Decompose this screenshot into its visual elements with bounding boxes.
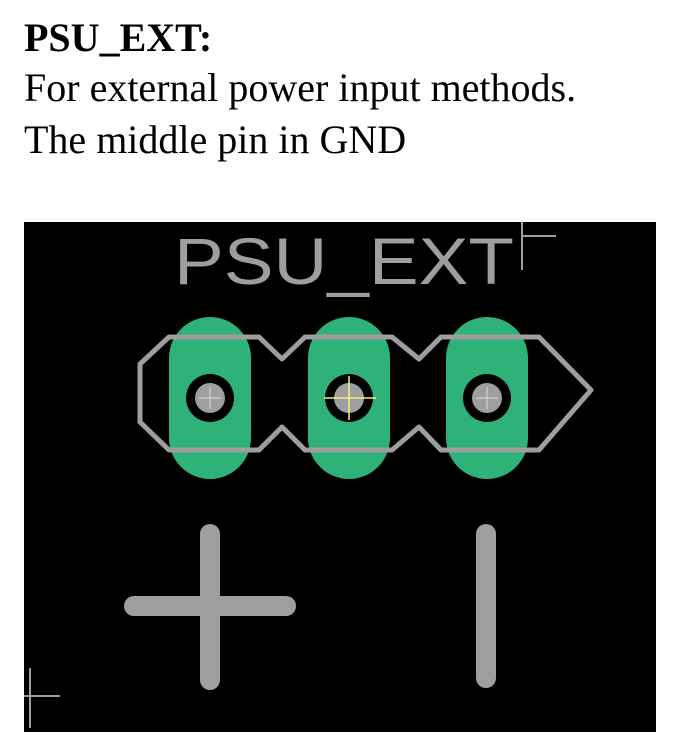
pcb-footprint: PSU_EXT: [24, 222, 656, 732]
silkscreen-label: PSU_EXT: [174, 224, 514, 298]
section-heading: PSU_EXT:: [24, 15, 213, 60]
document-text: PSU_EXT: For external power input method…: [24, 14, 576, 166]
plus-icon: [124, 524, 296, 690]
origin-cross-bottom-icon: [24, 668, 60, 728]
drill-hole-2: [324, 374, 376, 422]
origin-cross-top-icon: [521, 222, 556, 270]
drill-hole-3: [463, 374, 511, 422]
connector-outline: [137, 334, 594, 453]
description-line-2: The middle pin in GND: [24, 117, 407, 162]
description-line-1: For external power input methods.: [24, 65, 577, 110]
drill-hole-1: [186, 374, 234, 422]
